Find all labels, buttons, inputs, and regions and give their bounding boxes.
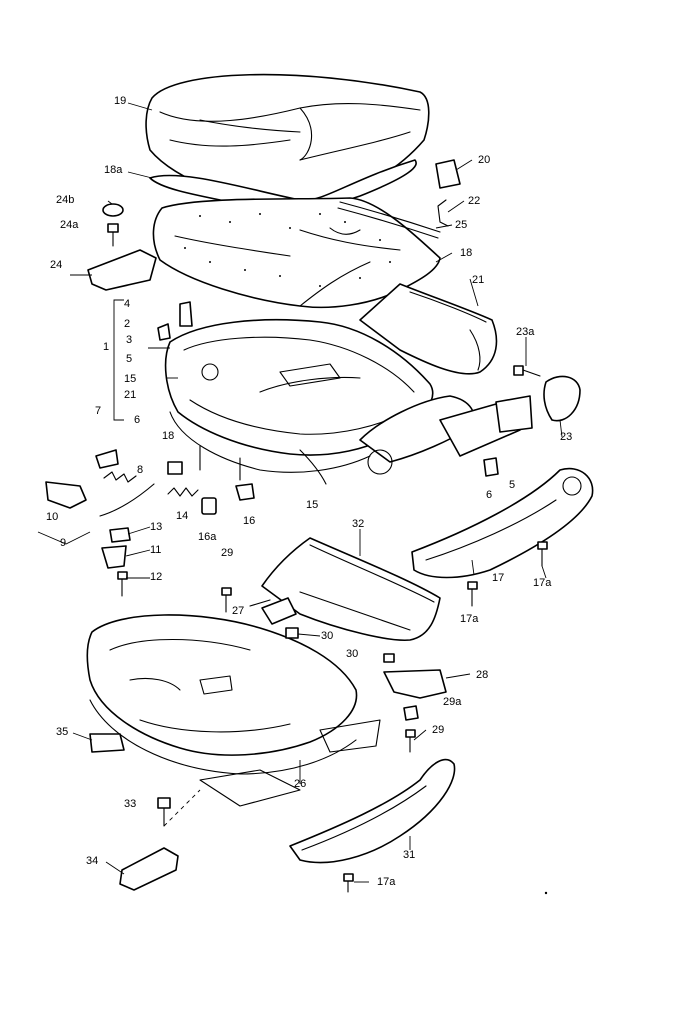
callout-7: 7: [95, 405, 101, 417]
callout-18-lower: 18: [162, 430, 174, 442]
callout-6-right: 6: [486, 489, 492, 501]
callout-17a-mid: 17a: [460, 613, 479, 625]
callout-5-left: 5: [126, 353, 132, 365]
bolt-33: [157, 789, 201, 827]
spring-14: [167, 487, 199, 497]
knob-10: [45, 481, 87, 509]
callout-29-top: 29: [221, 547, 233, 559]
cover-24: [87, 249, 157, 291]
callout-16a: 16a: [198, 531, 217, 543]
lever-7: [95, 449, 119, 469]
cover-28: [383, 669, 447, 699]
seat-pan-21: [359, 283, 498, 375]
callout-24a: 24a: [60, 219, 79, 231]
nut-30-a: [285, 627, 299, 639]
leader-lines: [37, 102, 563, 883]
callout-9: 9: [60, 537, 66, 549]
bushing-18-lower: [167, 461, 183, 475]
callout-8: 8: [137, 464, 143, 476]
lower-panel-32: [261, 537, 441, 642]
callout-34: 34: [86, 855, 98, 867]
callout-16: 16: [243, 515, 255, 527]
callout-3: 3: [126, 334, 132, 346]
callout-33: 33: [124, 798, 136, 810]
rod-25: [337, 201, 441, 239]
callout-17a-right: 17a: [533, 577, 552, 589]
spring-8: [103, 471, 137, 483]
callout-35: 35: [56, 726, 68, 738]
callout-2: 2: [124, 318, 130, 330]
clip-3: [157, 323, 171, 341]
callout-labels: 19 18a 20 22 24b 24a 25 18 24 21 4 2 1 3…: [46, 95, 572, 888]
callout-30-b: 30: [346, 648, 358, 660]
bracket-5-right: [495, 395, 533, 433]
callout-31: 31: [403, 849, 415, 861]
callout-29-right: 29: [432, 724, 444, 736]
seat-base-frame: [86, 614, 381, 807]
screw-17a-mid: [467, 581, 478, 607]
screw-23a: [513, 365, 541, 377]
callout-6: 6: [134, 414, 140, 426]
screw-29-right: [405, 729, 416, 753]
side-trim-17: [411, 467, 594, 579]
clip-29a: [403, 705, 419, 721]
callout-4: 4: [124, 298, 130, 310]
bolt-12: [117, 571, 128, 597]
clip-20: [435, 159, 461, 189]
rod-9: [99, 483, 155, 517]
screw-17a-right: [537, 541, 548, 567]
clip-16: [235, 483, 255, 501]
callout-30-a: 30: [321, 630, 333, 642]
screw-17a-bottom: [343, 873, 354, 893]
callout-25: 25: [455, 219, 467, 231]
screw-29-top: [221, 587, 232, 613]
callout-26: 26: [294, 778, 306, 790]
callout-28: 28: [476, 669, 488, 681]
callout-21-right: 21: [472, 274, 484, 286]
callout-21-left: 21: [124, 389, 136, 401]
callout-32: 32: [352, 518, 364, 530]
callout-20: 20: [478, 154, 490, 166]
callout-15-lower: 15: [306, 499, 318, 511]
callout-24b: 24b: [56, 194, 74, 206]
handle-23: [543, 375, 581, 422]
callout-12: 12: [150, 571, 162, 583]
bracket-11: [101, 545, 127, 569]
side-trim-31: [289, 758, 456, 864]
callout-1: 1: [103, 341, 109, 353]
seat-foam-18: [152, 197, 441, 309]
callout-18: 18: [460, 247, 472, 259]
cap-34: [119, 847, 179, 891]
screw-24a: [107, 223, 119, 247]
strap-27: [249, 597, 297, 625]
callout-5-right: 5: [509, 479, 515, 491]
callout-24: 24: [50, 259, 62, 271]
callout-10: 10: [46, 511, 58, 523]
callout-19: 19: [114, 95, 126, 107]
cap-24b: [102, 203, 124, 217]
pad-16a: [201, 497, 217, 515]
bracket-2: [179, 301, 193, 327]
callout-27: 27: [232, 605, 244, 617]
clip-22: [437, 199, 449, 227]
piece-13: [109, 527, 131, 543]
callout-14: 14: [176, 510, 188, 522]
callout-22: 22: [468, 195, 480, 207]
callout-18a-top: 18a: [104, 164, 123, 176]
nut-30-b: [383, 653, 395, 663]
callout-23a: 23a: [516, 326, 535, 338]
callout-15-left: 15: [124, 373, 136, 385]
dot-mark: [544, 891, 548, 895]
callout-23: 23: [560, 431, 572, 443]
callout-17: 17: [492, 572, 504, 584]
callout-11: 11: [150, 544, 161, 556]
callout-13: 13: [150, 521, 162, 533]
callout-17a-bottom: 17a: [377, 876, 396, 888]
stud-6-right: [483, 457, 499, 477]
callout-29a: 29a: [443, 696, 462, 708]
